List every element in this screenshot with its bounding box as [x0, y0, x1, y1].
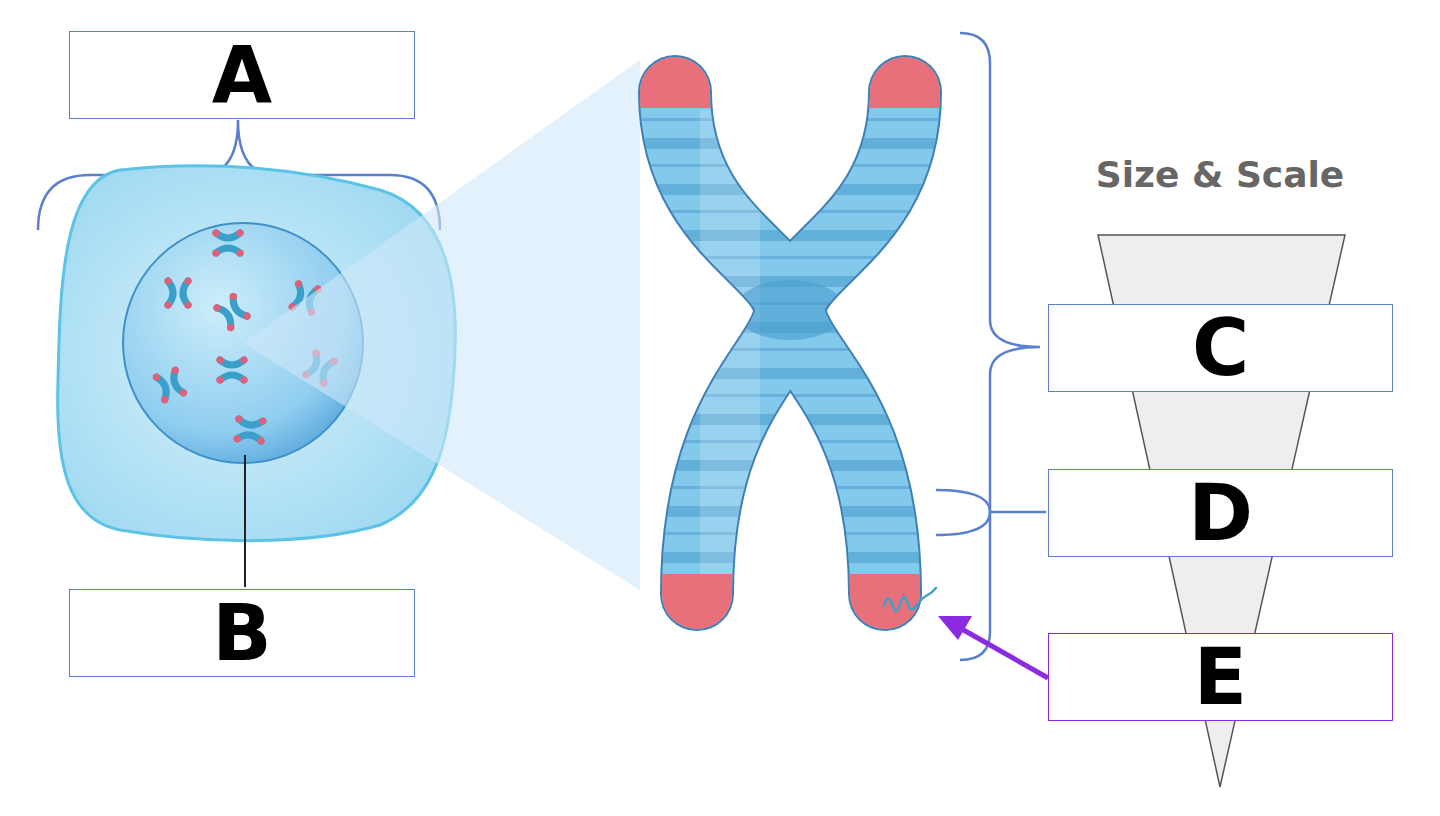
box-letter: A	[212, 33, 272, 117]
box-letter: D	[1188, 471, 1253, 555]
box-letter: E	[1194, 635, 1247, 719]
label-box: D	[1048, 469, 1393, 557]
box-letter: B	[212, 591, 271, 675]
band-bracket	[936, 490, 1046, 535]
zoom-cone	[243, 60, 640, 590]
scale-heading: Size & Scale	[1096, 154, 1344, 196]
label-box: A	[69, 31, 415, 119]
dna-strand	[884, 588, 936, 611]
chromosome-bracket	[960, 33, 1040, 660]
label-box: B	[69, 589, 415, 677]
label-box: E	[1048, 633, 1393, 721]
leader-line	[244, 455, 246, 587]
box-letter: C	[1192, 306, 1249, 390]
pointer-arrowhead	[938, 616, 972, 640]
label-box: C	[1048, 304, 1393, 392]
chromosome	[600, 40, 980, 660]
pointer-arrow	[960, 628, 1048, 678]
